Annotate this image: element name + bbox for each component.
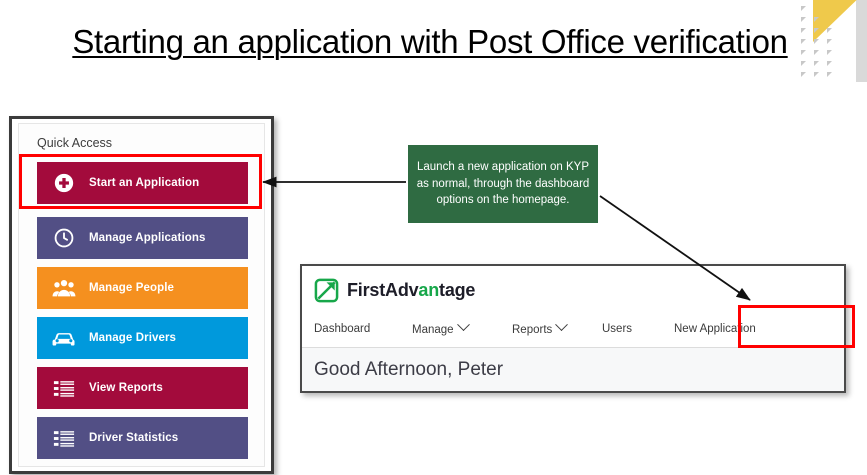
page-title-text: Starting an application with Post Office… (72, 23, 788, 60)
quick-access-button-manage-drivers[interactable]: Manage Drivers (37, 317, 248, 359)
page-title: Starting an application with Post Office… (60, 18, 800, 65)
greeting-banner: Good Afternoon, Peter (302, 348, 844, 391)
corner-dot (801, 6, 806, 11)
greeting-text: Good Afternoon, Peter (314, 358, 504, 380)
quick-access-button-label: Manage Drivers (89, 332, 177, 344)
brand-tage: tage (439, 279, 476, 300)
quick-access-header: Quick Access (37, 136, 113, 150)
corner-dot (827, 50, 832, 55)
nav-item-reports[interactable]: Reports (512, 318, 569, 336)
corner-dot (801, 61, 806, 66)
corner-card-white (813, 0, 856, 82)
list-lines-icon (51, 425, 77, 451)
quick-access-button-label: Start an Application (89, 177, 200, 189)
chevron-down-icon (555, 318, 569, 332)
callout-text: Launch a new application on KYP as norma… (416, 161, 590, 207)
quick-access-button-manage-applications[interactable]: Manage Applications (37, 217, 248, 259)
corner-dot (814, 72, 819, 77)
nav-item-label: Reports (512, 324, 553, 336)
nav-item-label: Dashboard (314, 323, 371, 335)
corner-card-gray (813, 0, 867, 82)
nav-item-label: New Application (674, 323, 756, 335)
car-icon (51, 325, 77, 351)
quick-access-button-label: View Reports (89, 382, 163, 394)
nav-item-new-application[interactable]: New Application (674, 323, 756, 335)
quick-access-button-view-reports[interactable]: View Reports (37, 367, 248, 409)
quick-access-button-start-an-application[interactable]: Start an Application (37, 162, 248, 204)
corner-dot (814, 39, 819, 44)
callout-box: Launch a new application on KYP as norma… (408, 145, 598, 223)
corner-dot (801, 17, 806, 22)
nav-item-users[interactable]: Users (602, 323, 632, 335)
brand-logo: FirstAdvantage (314, 274, 475, 306)
quick-access-button-driver-statistics[interactable]: Driver Statistics (37, 417, 248, 459)
brand-adv: Adv (385, 279, 419, 300)
people-group-icon (51, 275, 77, 301)
nav-item-manage[interactable]: Manage (412, 318, 470, 336)
quick-access-button-label: Manage People (89, 282, 175, 294)
firstadvantage-app-window: FirstAdvantage Dashboard Manage Reports Use… (300, 264, 846, 393)
corner-dot (801, 39, 806, 44)
corner-dot (801, 72, 806, 77)
corner-dot (827, 72, 832, 77)
list-lines-icon (51, 375, 77, 401)
corner-decoration (795, 0, 867, 98)
quick-access-button-label: Manage Applications (89, 232, 206, 244)
brand-first: First (347, 279, 386, 300)
corner-dot (827, 61, 832, 66)
corner-dot (814, 17, 819, 22)
nav-item-label: Manage (412, 324, 454, 336)
quick-access-button-manage-people[interactable]: Manage People (37, 267, 248, 309)
nav-item-label: Users (602, 323, 633, 335)
corner-dot (801, 28, 806, 33)
brand-an: an (418, 279, 440, 300)
quick-access-button-label: Driver Statistics (89, 432, 179, 444)
app-nav-bar: Dashboard Manage Reports Users New Applicati… (302, 314, 844, 348)
clock-icon (51, 225, 77, 251)
corner-dot (814, 61, 819, 66)
corner-dot (814, 50, 819, 55)
plus-circle-icon (51, 170, 77, 196)
corner-dot (814, 28, 819, 33)
corner-dot (827, 39, 832, 44)
chevron-down-icon (456, 318, 470, 332)
nav-item-dashboard[interactable]: Dashboard (314, 323, 370, 335)
corner-dot-grid (797, 4, 845, 82)
corner-dot (801, 50, 806, 55)
firstadvantage-logo-icon (314, 278, 339, 302)
corner-fold-triangle-icon (813, 0, 867, 42)
brand-wordmark: FirstAdvantage (347, 280, 475, 301)
corner-dot (827, 28, 832, 33)
